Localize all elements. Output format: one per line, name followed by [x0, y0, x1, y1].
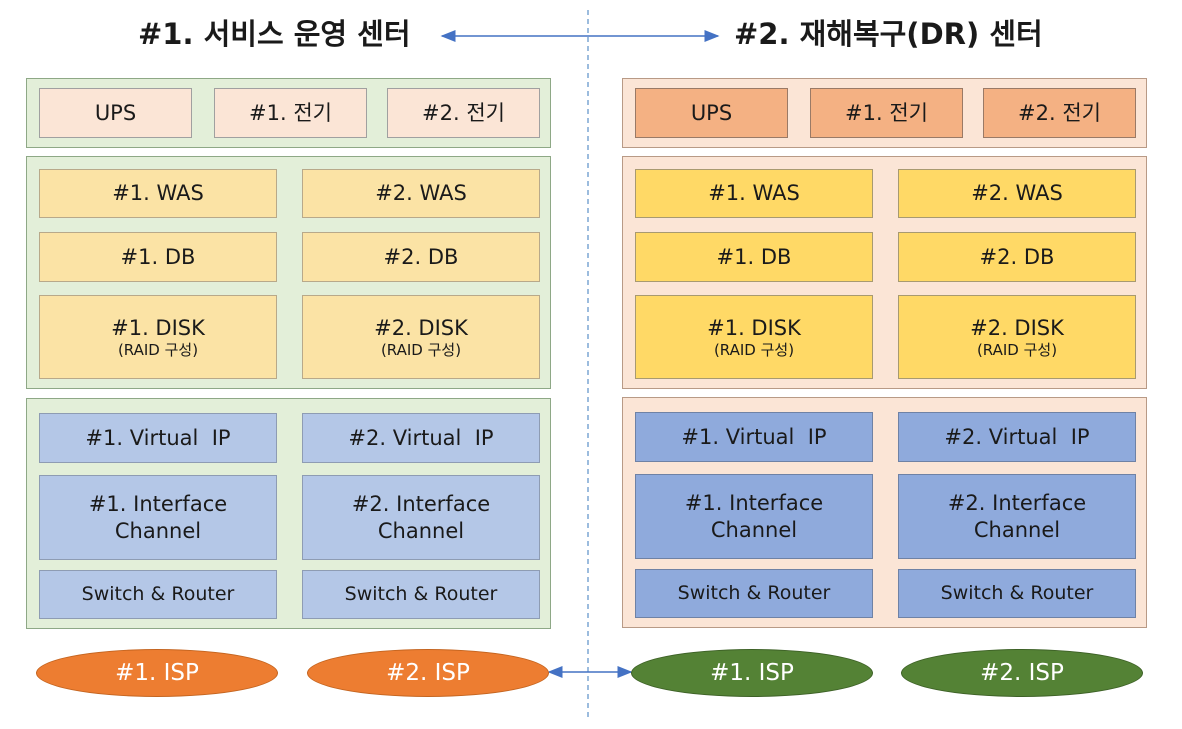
- dr-vip-1-box: #1. Virtual IP: [635, 412, 873, 462]
- network-panel: #1. Virtual IP #2. Virtual IP #1. Interf…: [26, 398, 551, 629]
- dr-interface-1-line1: #1. Interface: [684, 491, 824, 516]
- disk-1-label: #1. DISK: [111, 315, 205, 340]
- dr-disk-1-label: #1. DISK: [707, 315, 801, 340]
- dr-power-panel: UPS #1. 전기 #2. 전기: [622, 78, 1147, 148]
- dr-was-2-label: #2. WAS: [971, 181, 1063, 206]
- ups-box: UPS: [39, 88, 192, 138]
- dr-interface-1-box: #1. Interface Channel: [635, 474, 873, 559]
- dr-interface-2-line1: #2. Interface: [947, 491, 1087, 516]
- dr-isp-2-ellipse: #2. ISP: [901, 649, 1143, 697]
- was-2-label: #2. WAS: [375, 181, 467, 206]
- isp-1-label: #1. ISP: [115, 660, 199, 686]
- dr-vip-2-label: #2. Virtual IP: [944, 424, 1090, 449]
- dr-db-2-label: #2. DB: [979, 244, 1055, 269]
- dr-switch-router-1-box: Switch & Router: [635, 569, 873, 618]
- switch-router-2-label: Switch & Router: [344, 582, 498, 605]
- dr-network-panel: #1. Virtual IP #2. Virtual IP #1. Interf…: [622, 397, 1147, 628]
- dr-switch-router-1-label: Switch & Router: [677, 581, 831, 604]
- db-1-label: #1. DB: [120, 244, 196, 269]
- switch-router-1-label: Switch & Router: [81, 582, 235, 605]
- disk-2-label: #2. DISK: [374, 315, 468, 340]
- db-2-label: #2. DB: [383, 244, 459, 269]
- dr-vip-2-box: #2. Virtual IP: [898, 412, 1136, 462]
- vip-1-box: #1. Virtual IP: [39, 413, 277, 463]
- ups-label: UPS: [94, 100, 137, 125]
- dr-isp-1-label: #1. ISP: [710, 660, 794, 686]
- interface-1-line1: #1. Interface: [88, 492, 228, 517]
- dr-power-1-box: #1. 전기: [810, 88, 963, 138]
- interface-1-box: #1. Interface Channel: [39, 475, 277, 560]
- dr-switch-router-2-label: Switch & Router: [940, 581, 1094, 604]
- disk-2-raid-note: (RAID 구성): [380, 341, 462, 360]
- dr-server-panel: #1. WAS #2. WAS #1. DB #2. DB #1. DISK (…: [622, 156, 1147, 389]
- left-center-title: #1. 서비스 운영 센터: [138, 17, 411, 51]
- dr-interface-1-line2: Channel: [710, 517, 798, 542]
- right-center-title: #2. 재해복구(DR) 센터: [734, 17, 1043, 51]
- interface-2-box: #2. Interface Channel: [302, 475, 540, 560]
- dr-interface-2-line2: Channel: [973, 517, 1061, 542]
- interface-1-line2: Channel: [114, 518, 202, 543]
- db-2-box: #2. DB: [302, 232, 540, 282]
- was-1-box: #1. WAS: [39, 169, 277, 218]
- vip-2-box: #2. Virtual IP: [302, 413, 540, 463]
- dr-disk-2-raid-note: (RAID 구성): [976, 341, 1058, 360]
- dr-disk-1-box: #1. DISK (RAID 구성): [635, 295, 873, 379]
- dr-db-1-box: #1. DB: [635, 232, 873, 282]
- dr-power-2-label: #2. 전기: [1018, 100, 1101, 125]
- dr-db-1-label: #1. DB: [716, 244, 792, 269]
- dr-vip-1-label: #1. Virtual IP: [681, 424, 827, 449]
- switch-router-2-box: Switch & Router: [302, 570, 540, 619]
- dr-power-1-label: #1. 전기: [845, 100, 928, 125]
- power-2-box: #2. 전기: [387, 88, 540, 138]
- dr-power-2-box: #2. 전기: [983, 88, 1136, 138]
- power-2-label: #2. 전기: [422, 100, 505, 125]
- vip-2-label: #2. Virtual IP: [348, 425, 494, 450]
- dr-isp-1-ellipse: #1. ISP: [631, 649, 873, 697]
- power-1-label: #1. 전기: [249, 100, 332, 125]
- vip-1-label: #1. Virtual IP: [85, 425, 231, 450]
- dr-ups-label: UPS: [690, 100, 733, 125]
- disk-1-box: #1. DISK (RAID 구성): [39, 295, 277, 379]
- dr-db-2-box: #2. DB: [898, 232, 1136, 282]
- was-1-label: #1. WAS: [112, 181, 204, 206]
- interface-2-line1: #2. Interface: [351, 492, 491, 517]
- switch-router-1-box: Switch & Router: [39, 570, 277, 619]
- was-2-box: #2. WAS: [302, 169, 540, 218]
- dr-was-1-label: #1. WAS: [708, 181, 800, 206]
- isp-2-label: #2. ISP: [386, 660, 470, 686]
- power-1-box: #1. 전기: [214, 88, 367, 138]
- dr-interface-2-box: #2. Interface Channel: [898, 474, 1136, 559]
- power-panel: UPS #1. 전기 #2. 전기: [26, 78, 551, 148]
- dr-was-2-box: #2. WAS: [898, 169, 1136, 218]
- db-1-box: #1. DB: [39, 232, 277, 282]
- isp-2-ellipse: #2. ISP: [307, 649, 549, 697]
- disk-2-box: #2. DISK (RAID 구성): [302, 295, 540, 379]
- interface-2-line2: Channel: [377, 518, 465, 543]
- server-panel: #1. WAS #2. WAS #1. DB #2. DB #1. DISK (…: [26, 156, 551, 389]
- dr-disk-1-raid-note: (RAID 구성): [713, 341, 795, 360]
- dr-isp-2-label: #2. ISP: [980, 660, 1064, 686]
- dr-disk-2-label: #2. DISK: [970, 315, 1064, 340]
- dr-was-1-box: #1. WAS: [635, 169, 873, 218]
- isp-1-ellipse: #1. ISP: [36, 649, 278, 697]
- dr-switch-router-2-box: Switch & Router: [898, 569, 1136, 618]
- disk-1-raid-note: (RAID 구성): [117, 341, 199, 360]
- dr-ups-box: UPS: [635, 88, 788, 138]
- dr-disk-2-box: #2. DISK (RAID 구성): [898, 295, 1136, 379]
